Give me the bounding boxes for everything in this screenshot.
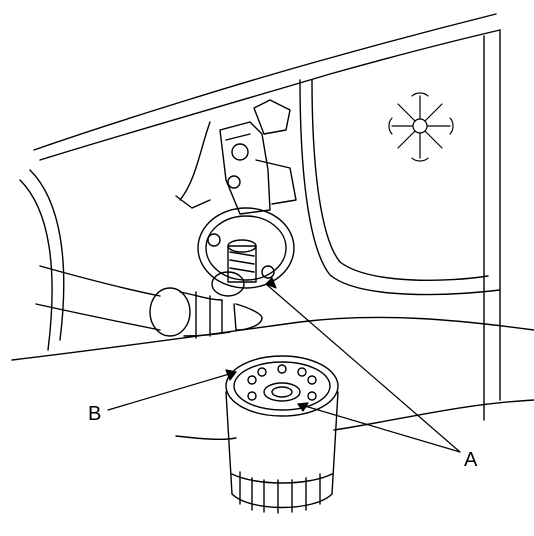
ground-line-right (333, 399, 534, 431)
ground-line (175, 435, 237, 441)
oil-filter (225, 355, 339, 514)
callout-label-a: A (464, 449, 478, 471)
filter-mount (197, 207, 295, 297)
radial-badge-icon (388, 92, 454, 162)
drive-shaft (35, 265, 263, 339)
sensor-bracket (175, 121, 297, 215)
engine-body (11, 13, 534, 421)
callout-label-b: B (88, 403, 102, 425)
callout-b-leader (107, 369, 237, 411)
callout-a-leaders (265, 277, 461, 453)
